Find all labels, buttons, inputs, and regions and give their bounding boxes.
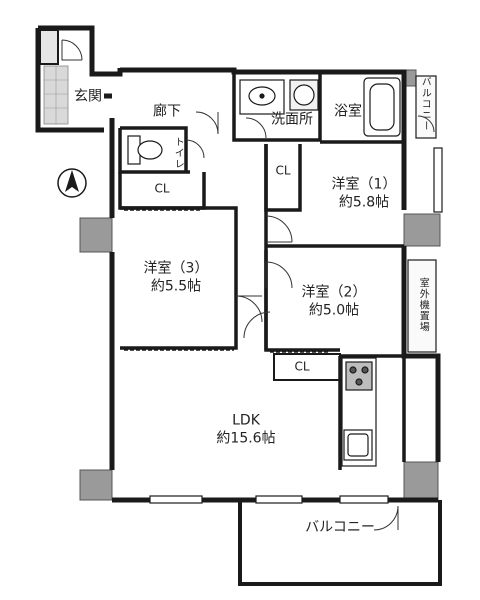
column-right-upper bbox=[403, 213, 441, 247]
yokushitsu-label: 浴室 bbox=[334, 103, 362, 120]
room2-size: 約5.0帖 bbox=[308, 302, 360, 318]
washbasin-icon bbox=[239, 79, 285, 115]
room2-name: 洋室（2） bbox=[301, 284, 367, 301]
columns bbox=[79, 69, 441, 501]
column-left bbox=[79, 217, 113, 253]
bathtub-icon bbox=[363, 77, 401, 137]
room3-label: 洋室（3） 約5.5帖 bbox=[144, 261, 209, 296]
room1-size: 約5.8帖 bbox=[338, 194, 390, 210]
window-room1 bbox=[433, 147, 443, 213]
cl-room1-label: CL bbox=[275, 163, 291, 178]
ldk-name: LDK bbox=[232, 412, 260, 429]
cl-room2-label: CL bbox=[294, 359, 310, 374]
washing-machine-icon bbox=[289, 79, 319, 111]
stove-icon bbox=[345, 361, 373, 391]
window-outdoor bbox=[407, 259, 437, 353]
ldk-size: 約15.6帖 bbox=[216, 430, 276, 446]
kitchen-counter bbox=[341, 357, 377, 467]
kitchen-sink-icon bbox=[343, 429, 373, 461]
toilet-icon bbox=[127, 135, 163, 165]
room3-name: 洋室（3） bbox=[143, 260, 209, 277]
balcony-label: バルコニー bbox=[305, 519, 375, 536]
sliding-doors bbox=[124, 209, 330, 353]
genkan-area bbox=[39, 29, 69, 125]
ldk-label: LDK 約15.6帖 bbox=[216, 413, 275, 448]
cl-room3-label: CL bbox=[154, 181, 170, 196]
rouka-label: 廊下 bbox=[153, 103, 181, 120]
fixtures bbox=[127, 77, 401, 467]
balcony-small-label: バルコニー bbox=[419, 76, 431, 132]
senmenjo-label: 洗面所 bbox=[271, 111, 313, 128]
room1-label: 洋室（1） 約5.8帖 bbox=[332, 177, 397, 212]
window-ldk-3 bbox=[339, 495, 389, 504]
door-swing-icon bbox=[61, 39, 435, 531]
interior-walls bbox=[118, 72, 436, 470]
genkan-label: 玄関 bbox=[74, 88, 102, 105]
window-ldk-2 bbox=[255, 495, 303, 504]
room1-name: 洋室（1） bbox=[331, 176, 397, 193]
column-bottom-left bbox=[79, 469, 113, 501]
room2-label: 洋室（2） 約5.0帖 bbox=[302, 285, 367, 320]
room3-size: 約5.5帖 bbox=[150, 278, 202, 294]
window-ldk-1 bbox=[149, 495, 203, 504]
genkan-storage bbox=[39, 29, 59, 65]
outdoor-unit-label: 室外機置場 bbox=[417, 277, 429, 333]
column-right-lower bbox=[403, 461, 439, 501]
toilet-label: トイレ bbox=[172, 136, 184, 170]
north-arrow-icon bbox=[57, 168, 87, 198]
